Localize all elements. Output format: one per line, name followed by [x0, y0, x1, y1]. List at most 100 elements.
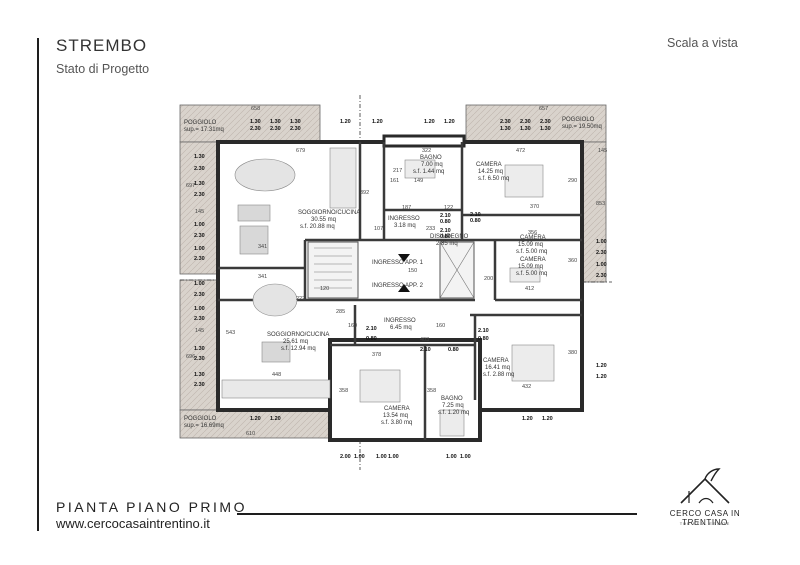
- label-d122: 122: [444, 205, 453, 211]
- soggiorno-1-area: 30.55 mq: [311, 217, 336, 223]
- label-c: 1.00: [354, 454, 365, 460]
- label-d341: 341: [258, 274, 267, 280]
- poggiolo-nw-name: POGGIOLO: [184, 120, 217, 126]
- label-d358: 358: [427, 388, 436, 394]
- camera-5-name: CAMERA: [384, 406, 410, 412]
- ingresso-app2-label: INGRESSO APP. 2: [372, 283, 424, 289]
- label-f: 0.80: [478, 336, 489, 342]
- soggiorno-2-area: 25.61 mq: [283, 339, 308, 345]
- label-d187: 187: [402, 205, 411, 211]
- label-d322: 322: [422, 148, 431, 154]
- label-f: 0.80: [448, 347, 459, 353]
- label-d697: 697: [186, 183, 195, 189]
- project-subtitle: Stato di Progetto: [56, 62, 150, 76]
- balcony-nw: [179, 104, 321, 143]
- label-d145: 145: [598, 148, 607, 154]
- label-b: 2.30: [520, 119, 531, 125]
- bagno-2-area: 7.25 mq: [442, 403, 464, 409]
- label-a: 1.30: [500, 126, 511, 132]
- label-d: 1.20: [444, 119, 455, 125]
- camera-3-name: CAMERA: [520, 257, 546, 263]
- left-vertical-rule: [37, 38, 39, 531]
- camera-1-sf: s.f. 6.50 mq: [478, 176, 509, 182]
- label-d412: 412: [525, 286, 534, 292]
- label-d658: 658: [251, 106, 260, 112]
- camera-5-area: 13.54 mq: [383, 413, 408, 419]
- label-b: 2.30: [540, 119, 551, 125]
- label-d392: 392: [360, 190, 369, 196]
- label-d160: 160: [348, 323, 357, 329]
- section-lines: [180, 95, 612, 470]
- label-b: 2.30: [194, 316, 205, 322]
- brand-logo: CERCO CASA IN TRENTINO THE REAL ESTATE: [655, 465, 755, 530]
- label-a: 1.30: [194, 372, 205, 378]
- label-d657: 657: [539, 106, 548, 112]
- label-d233: 233: [426, 226, 435, 232]
- camera-2-name: CAMERA: [520, 235, 546, 241]
- balcony-w-lower: [179, 279, 219, 411]
- label-a: 1.30: [250, 119, 261, 125]
- label-d217: 217: [393, 168, 402, 174]
- label-d358: 358: [339, 388, 348, 394]
- website-link[interactable]: www.cercocasaintrentino.it: [56, 516, 210, 531]
- label-b: 2.30: [270, 126, 281, 132]
- label-b: 2.30: [194, 292, 205, 298]
- ingresso-2-area: 6.45 mq: [390, 325, 412, 331]
- label-d378: 378: [372, 352, 381, 358]
- label-b: 2.30: [290, 126, 301, 132]
- label-d200: 200: [484, 276, 493, 282]
- label-d432: 432: [522, 384, 531, 390]
- room-labels: POGGIOLO sup.= 17.31mq POGGIOLO sup.= 19…: [184, 117, 602, 429]
- label-c: 1.00: [596, 239, 607, 245]
- soggiorno-1-sf: s.f. 20.88 mq: [300, 224, 335, 230]
- label-g: 2.00: [340, 454, 351, 460]
- camera-4-sf: s.f. 2.88 mq: [483, 372, 514, 378]
- bagno-2-name: BAGNO: [441, 396, 463, 402]
- furniture: [221, 147, 555, 437]
- label-d: 1.20: [522, 416, 533, 422]
- label-c: 1.00: [376, 454, 387, 460]
- building-wing-north: [382, 134, 466, 148]
- label-b: 2.30: [194, 382, 205, 388]
- logo-tagline: THE REAL ESTATE: [679, 521, 731, 526]
- camera-4-name: CAMERA: [483, 358, 509, 364]
- label-d: 1.20: [340, 119, 351, 125]
- ingresso-1-area: 3.18 mq: [394, 223, 416, 229]
- camera-4-area: 16.41 mq: [485, 365, 510, 371]
- bagno-2-sf: s.f. 1.20 mq: [438, 410, 469, 416]
- camera-2-area: 15.09 mq: [518, 242, 543, 248]
- label-c: 1.00: [388, 454, 399, 460]
- disimpegno-area: 2.85 mq: [436, 241, 458, 247]
- soggiorno-2-sf: s.f. 12.94 mq: [281, 346, 316, 352]
- label-d: 1.20: [250, 416, 261, 422]
- house-logo-icon: [680, 468, 730, 504]
- label-d: 1.20: [542, 416, 553, 422]
- label-d370: 370: [530, 204, 539, 210]
- label-d: 1.20: [424, 119, 435, 125]
- balcony-e: [581, 141, 607, 283]
- dimension-labels: 658 657 679 322 472 145 145 145 341 341 …: [186, 106, 607, 437]
- poggiolo-nw-area: sup.= 17.31mq: [184, 127, 224, 133]
- label-d150: 150: [408, 268, 417, 274]
- camera-2-sf: s.f. 5.00 mq: [516, 249, 547, 255]
- label-b: 2.30: [194, 256, 205, 262]
- label-c: 1.00: [194, 222, 205, 228]
- poggiolo-sw-area: sup.= 16.69mq: [184, 423, 224, 429]
- label-d222: 222: [296, 296, 305, 302]
- label-d161: 161: [390, 178, 399, 184]
- camera-5-sf: s.f. 3.80 mq: [381, 420, 412, 426]
- bagno-1-name: BAGNO: [420, 155, 442, 161]
- label-a: 1.30: [540, 126, 551, 132]
- label-b: 2.30: [596, 273, 607, 279]
- camera-1-area: 14.25 mq: [478, 169, 503, 175]
- label-d290: 290: [568, 178, 577, 184]
- label-b: 2.30: [194, 233, 205, 239]
- label-d610: 610: [246, 431, 255, 437]
- footer-rule: [237, 513, 637, 515]
- label-d448: 448: [272, 372, 281, 378]
- label-d285: 285: [336, 309, 345, 315]
- plan-title: PIANTA PIANO PRIMO: [56, 499, 247, 515]
- ingresso-1-name: INGRESSO: [388, 216, 420, 222]
- soggiorno-1-name: SOGGIORNO/CUCINA: [298, 210, 360, 216]
- label-d: 1.20: [372, 119, 383, 125]
